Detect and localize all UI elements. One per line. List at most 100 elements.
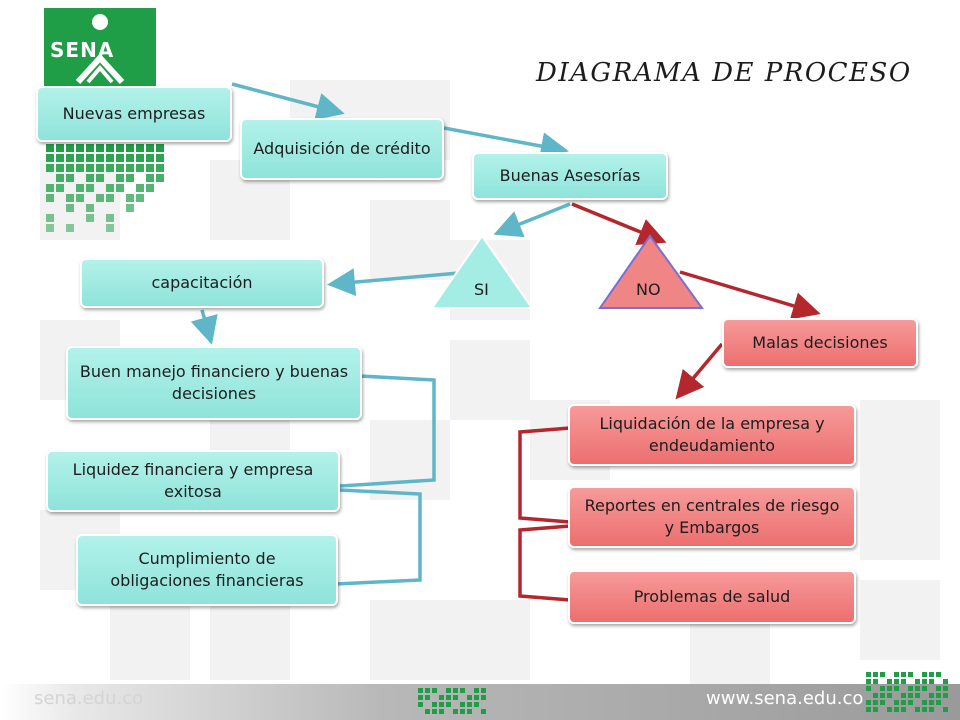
footer-pixel [873, 672, 878, 677]
footer-pixel [929, 693, 934, 698]
logo-pixel [106, 154, 114, 162]
logo-pixel [66, 174, 74, 182]
logo-pixel [56, 184, 64, 192]
footer-pixel [908, 700, 913, 705]
logo-pixel [146, 164, 154, 172]
footer-pixel [866, 700, 871, 705]
footer-pixel [894, 707, 899, 712]
footer-pixel [943, 686, 948, 691]
logo-pixel [126, 164, 134, 172]
footer-pixel [866, 679, 871, 684]
footer-pixel [901, 693, 906, 698]
arrow-capacitacion-buen-manejo [190, 309, 218, 345]
logo-pixel [46, 154, 54, 162]
logo-pixel [106, 164, 114, 172]
logo-pixel [96, 154, 104, 162]
logo-pixel [96, 164, 104, 172]
footer-pixel [474, 702, 479, 707]
footer-pixel [901, 707, 906, 712]
footer-pixel [922, 672, 927, 677]
footer-pixel [901, 700, 906, 705]
logo-pixel [126, 204, 134, 212]
footer-pixel [901, 672, 906, 677]
footer-pixel [936, 700, 941, 705]
footer-pixel [425, 688, 430, 693]
node-adquisicion-credito: Adquisición de crédito [240, 118, 444, 180]
logo-pixel [46, 144, 54, 152]
logo-pixel [86, 154, 94, 162]
node-reportes: Reportes en centrales de riesgo y Embarg… [568, 486, 856, 548]
footer-pixel [943, 693, 948, 698]
footer-pixel [894, 679, 899, 684]
logo-pixel [156, 154, 164, 162]
footer-pixel [474, 695, 479, 700]
footer-url-right: www.sena.edu.co [706, 688, 864, 709]
footer-pixel [453, 695, 458, 700]
arrow-no-malas [679, 270, 821, 320]
footer-pixel [929, 679, 934, 684]
logo-pixel [66, 224, 74, 232]
footer-pixel [873, 693, 878, 698]
footer-pixel [425, 695, 430, 700]
logo-pixel [146, 184, 154, 192]
footer-pixel [915, 693, 920, 698]
logo-pixel [96, 174, 104, 182]
bracket-teal-upper [339, 374, 436, 488]
footer-pixel [922, 679, 927, 684]
logo-pixel [136, 194, 144, 202]
node-malas-decisiones: Malas decisiones [722, 318, 918, 368]
footer-pixel [439, 709, 444, 714]
logo-pixel [156, 164, 164, 172]
footer-pixel [880, 693, 885, 698]
footer-pixel [481, 709, 486, 714]
logo-pixel [86, 214, 94, 222]
footer-pixel [453, 688, 458, 693]
logo-pixel [106, 214, 114, 222]
logo-pixel [126, 144, 134, 152]
footer-url-left: sena.edu.co [34, 688, 144, 709]
logo-pixel [86, 174, 94, 182]
logo-pixel [156, 174, 164, 182]
footer-pixel [432, 688, 437, 693]
logo-pixel [46, 184, 54, 192]
footer-pixel [446, 702, 451, 707]
footer-pixel [887, 693, 892, 698]
footer-pixel [929, 672, 934, 677]
logo-pixel [136, 154, 144, 162]
sena-person-icon [75, 14, 125, 85]
footer-pixel [460, 702, 465, 707]
logo-pixel [66, 154, 74, 162]
footer-pixel [922, 707, 927, 712]
logo-pixel [126, 154, 134, 162]
logo-pixel [66, 144, 74, 152]
footer-pixel [894, 672, 899, 677]
logo-pixel [126, 194, 134, 202]
footer-pixel [873, 700, 878, 705]
arrow-nuevas-adquisicion [231, 82, 345, 121]
logo-pixel [86, 204, 94, 212]
footer-bar [0, 684, 960, 720]
footer-pixel [929, 700, 934, 705]
page-title: DIAGRAMA DE PROCESO [536, 58, 912, 88]
logo-pixel [46, 224, 54, 232]
logo-pixel [116, 174, 124, 182]
footer-pixel [467, 695, 472, 700]
footer-pixel [866, 672, 871, 677]
footer-pixel [943, 679, 948, 684]
footer-pixel [432, 709, 437, 714]
logo-pixel [106, 144, 114, 152]
footer-pixel [887, 686, 892, 691]
logo-pixel [46, 194, 54, 202]
node-problemas-salud: Problemas de salud [568, 570, 856, 624]
footer-pixel [915, 686, 920, 691]
footer-pixel [901, 679, 906, 684]
node-liquidez: Liquidez financiera y empresa exitosa [46, 450, 340, 512]
logo-pixel [86, 144, 94, 152]
footer-pixel [873, 679, 878, 684]
arrow-adquisicion-asesorias [443, 126, 569, 160]
footer-pixel [880, 700, 885, 705]
footer-pixel [894, 700, 899, 705]
footer-pixel [439, 695, 444, 700]
